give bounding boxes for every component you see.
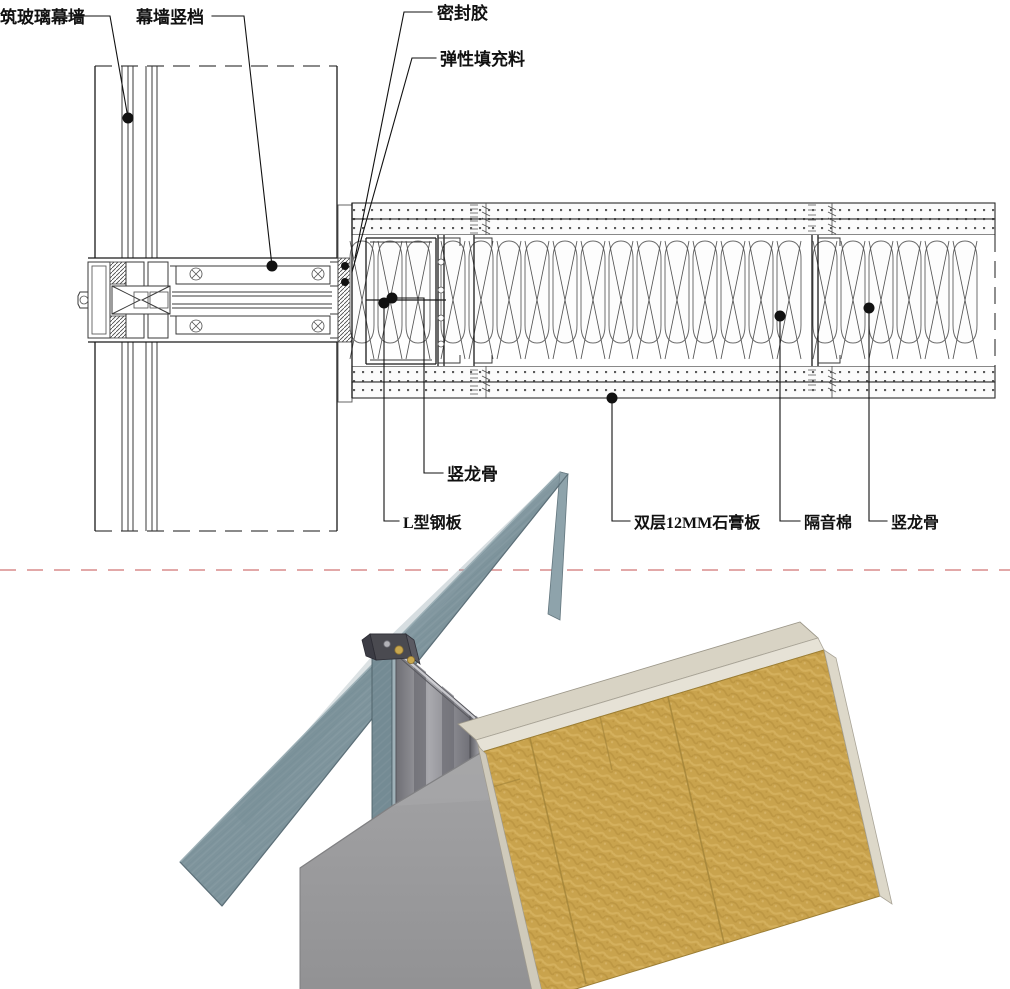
leader-dot xyxy=(863,302,875,314)
plan-detail-view: 筑玻璃幕墙 幕墙竖档 密封胶 弹性填充料 竖龙骨 L型钢板 双层12MM石膏板 … xyxy=(0,3,996,532)
acoustic-wool-batt xyxy=(349,240,978,360)
leader-dot xyxy=(774,310,786,322)
label-elastic-filler: 弹性填充料 xyxy=(440,49,525,69)
annotation-labels: 筑玻璃幕墙 幕墙竖档 密封胶 弹性填充料 竖龙骨 L型钢板 双层12MM石膏板 … xyxy=(0,3,939,532)
label-gypsum-board: 双层12MM石膏板 xyxy=(634,513,761,532)
vertical-stud-right xyxy=(808,203,841,398)
sealant-joint xyxy=(337,204,353,403)
isometric-3d-view xyxy=(179,471,893,989)
label-vertical-stud-2: 竖龙骨 xyxy=(891,513,939,532)
leader-dot xyxy=(378,297,390,309)
leader-dot xyxy=(386,292,398,304)
l-steel-plate xyxy=(365,237,437,365)
label-curtain-mullion: 幕墙竖档 xyxy=(135,7,204,27)
leader-dot xyxy=(606,392,618,404)
partition-wall-assembly xyxy=(349,202,996,399)
leader-dot xyxy=(122,112,134,124)
label-curtain-wall: 筑玻璃幕墙 xyxy=(0,7,85,27)
vertical-stud-mid xyxy=(470,203,493,398)
label-l-steel-plate: L型钢板 xyxy=(403,513,463,532)
gypsum-wall-panel-3d xyxy=(299,621,893,989)
mullion-detail xyxy=(77,257,339,343)
annotation-leaders xyxy=(61,11,888,522)
label-acoustic-wool: 隔音棉 xyxy=(804,513,852,532)
leader-dot xyxy=(266,260,278,272)
label-vertical-stud-1: 竖龙骨 xyxy=(447,464,498,484)
label-sealant: 密封胶 xyxy=(437,3,488,23)
